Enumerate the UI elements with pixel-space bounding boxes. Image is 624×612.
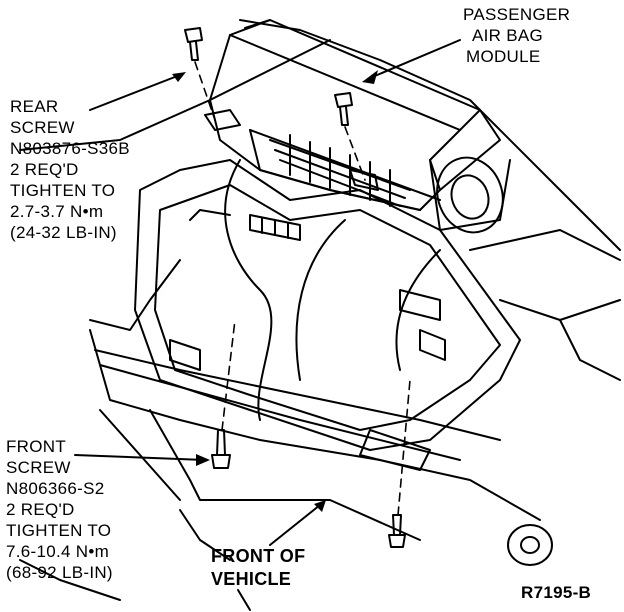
air-bag-module — [204, 19, 511, 234]
fastener-centerlines — [194, 61, 411, 516]
front-screw-callout-line: 7.6-10.4 N•m — [6, 542, 110, 561]
figure-reference: R7195-B — [521, 583, 592, 602]
rear-screw-right — [334, 92, 353, 126]
front-screw-callout-line: (68-92 LB-IN) — [6, 563, 113, 582]
front-screw-callout-line: FRONT — [6, 437, 67, 456]
rear-screw-callout: REAR SCREW N803876-S36B 2 REQ'D TIGHTEN … — [10, 96, 130, 243]
rear-screw-callout-line: TIGHTEN TO — [10, 181, 116, 200]
front-of-vehicle-line: FRONT OF — [211, 546, 306, 566]
rear-screw-callout-line: 2 REQ'D — [10, 160, 79, 179]
front-screw-callout-line: 2 REQ'D — [6, 500, 75, 519]
rear-screw-callout-line: 2.7-3.7 N•m — [10, 202, 104, 221]
front-screw-callout-line: SCREW — [6, 458, 71, 477]
rear-screw-callout-line: REAR — [10, 97, 59, 116]
module-callout-line: AIR BAG — [472, 26, 544, 45]
front-of-vehicle-line: VEHICLE — [211, 569, 292, 589]
front-screw-callout-line: N806366-S2 — [6, 479, 105, 498]
front-of-vehicle-callout: FRONT OF VEHICLE — [211, 545, 305, 591]
module-brackets — [224, 159, 441, 421]
module-callout-line: PASSENGER — [463, 5, 571, 24]
module-callout-line: MODULE — [466, 47, 541, 66]
module-callout: PASSENGER AIR BAG MODULE — [463, 4, 570, 67]
rear-screw-callout-line: (24-32 LB-IN) — [10, 223, 117, 242]
front-screw-right — [388, 514, 406, 548]
front-screw-callout: FRONT SCREW N806366-S2 2 REQ'D TIGHTEN T… — [6, 436, 113, 583]
rear-screw-callout-line: N803876-S36B — [10, 139, 130, 158]
washer — [507, 524, 553, 566]
rear-screw-callout-line: SCREW — [10, 118, 75, 137]
glove-box-opening — [134, 159, 521, 471]
front-screw-callout-line: TIGHTEN TO — [6, 521, 112, 540]
arrowheads — [172, 70, 378, 512]
leader-lines — [74, 39, 461, 611]
front-screw-left — [211, 429, 231, 469]
rear-screw-left — [184, 27, 203, 61]
